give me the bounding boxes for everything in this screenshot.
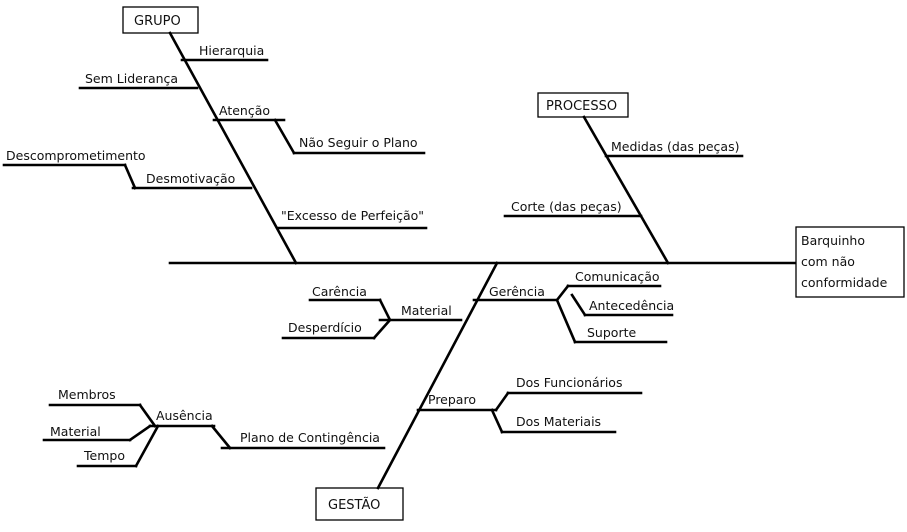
processo-medidas: Medidas (das peças) [611, 139, 739, 154]
category-gestao: GESTÃO [315, 487, 404, 521]
gestao-plano-contingencia: Plano de Contingência [240, 430, 380, 445]
effect-line-2: com não [801, 254, 855, 269]
grupo-desmotivacao: Desmotivação [146, 171, 235, 186]
category-processo-label: PROCESSO [546, 99, 617, 114]
gestao-tempo: Tempo [83, 448, 125, 463]
grupo-sem-lideranca: Sem Liderança [85, 71, 178, 86]
ausencia-connector [210, 424, 232, 450]
gestao-carencia: Carência [312, 284, 367, 299]
effect-box: Barquinho com não conformidade [795, 226, 905, 298]
gestao-suporte: Suporte [587, 325, 636, 340]
descomprometimento-connector [123, 163, 137, 190]
gestao-bone [376, 261, 499, 490]
dos-materiais-connector [490, 408, 504, 434]
gestao-comunicacao: Comunicação [575, 269, 660, 284]
gestao-dos-materiais: Dos Materiais [516, 414, 601, 429]
gestao-antecedencia: Antecedência [589, 298, 674, 313]
gestao-material: Material [401, 303, 452, 318]
category-processo: PROCESSO [537, 92, 629, 118]
membros-connector [138, 403, 157, 428]
grupo-hierarquia: Hierarquia [199, 43, 264, 58]
grupo-bone [168, 31, 298, 265]
gestao-material-2: Material [50, 424, 101, 439]
desperdicio-connector [372, 318, 392, 340]
material2-connector [128, 424, 152, 442]
suporte-connector [555, 298, 577, 344]
gestao-membros: Membros [58, 387, 116, 402]
grupo-atencao: Atenção [219, 103, 270, 118]
grupo-nao-seguir: Não Seguir o Plano [299, 135, 418, 150]
gestao-gerencia: Gerência [489, 284, 545, 299]
comunicacao-connector [555, 284, 570, 302]
effect-line-3: conformidade [801, 275, 888, 290]
processo-corte: Corte (das peças) [511, 199, 622, 214]
nao-seguir-connector [273, 118, 296, 155]
category-grupo: GRUPO [122, 6, 199, 34]
processo-bone [582, 115, 670, 265]
gestao-dos-funcionarios: Dos Funcionários [516, 375, 622, 390]
carencia-connector [378, 298, 392, 322]
grupo-excesso: "Excesso de Perfeição" [281, 208, 424, 223]
tempo-connector [134, 424, 160, 468]
category-grupo-label: GRUPO [134, 14, 181, 29]
gestao-ausencia: Ausência [156, 408, 213, 423]
effect-line-1: Barquinho [801, 233, 865, 248]
gestao-preparo: Preparo [428, 392, 476, 407]
dos-funcionarios-connector [494, 391, 510, 412]
grupo-descomprometimento: Descomprometimento [6, 148, 146, 163]
antecedencia-connector [570, 293, 587, 317]
category-gestao-label: GESTÃO [328, 497, 380, 513]
gestao-desperdicio: Desperdício [288, 320, 362, 335]
